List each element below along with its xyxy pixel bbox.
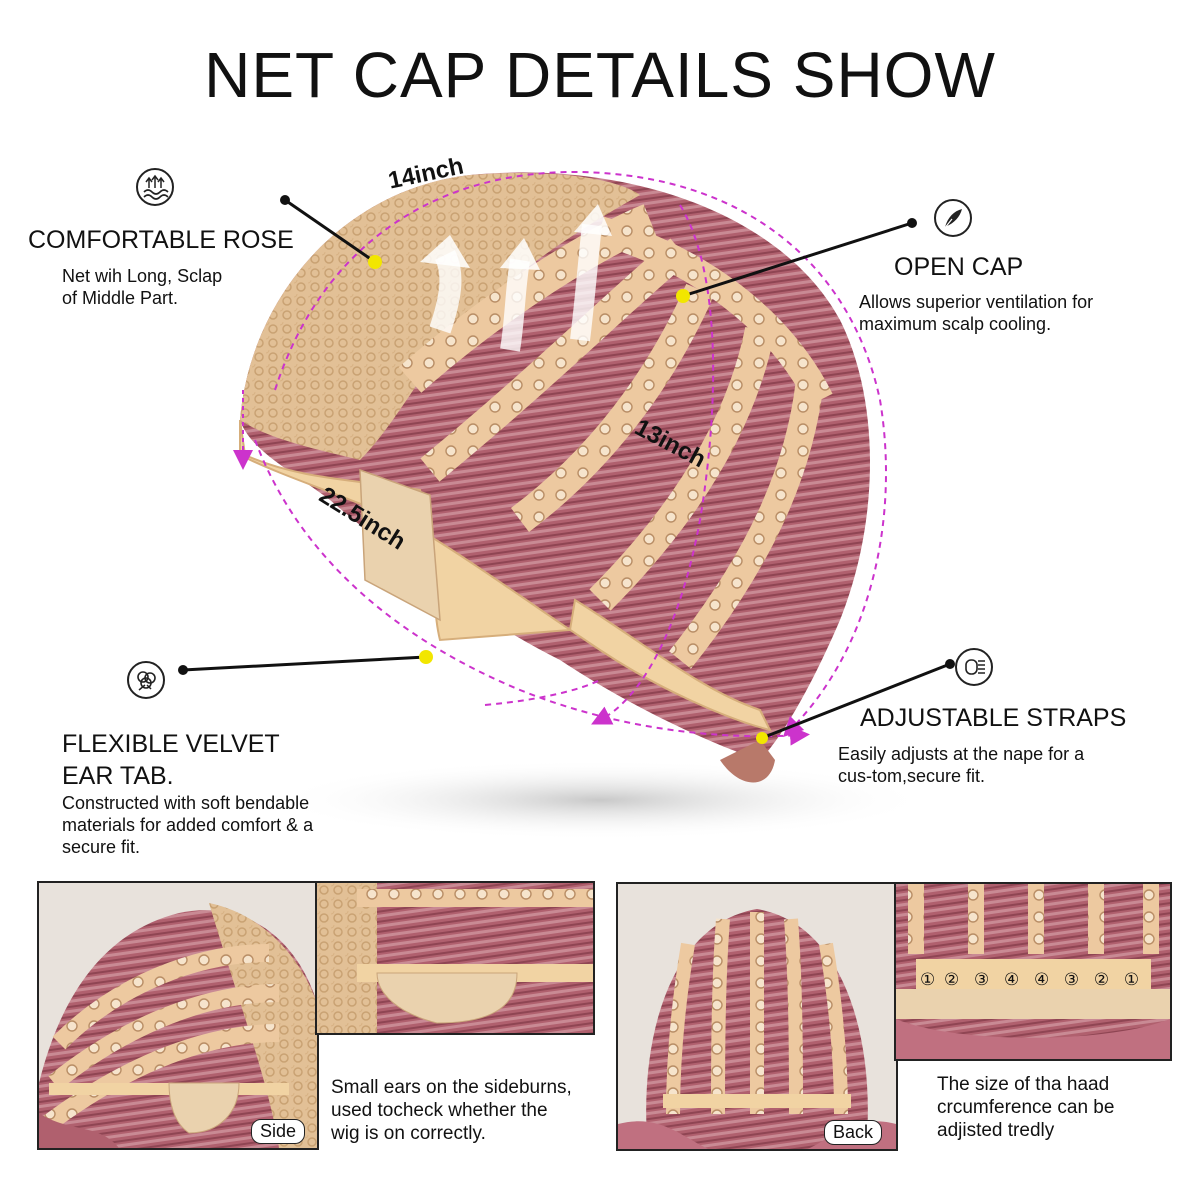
caption-size: The size of tha haad crcumference can be… xyxy=(937,1074,1115,1141)
measure-13inch xyxy=(591,204,715,725)
lace-band xyxy=(669,378,824,669)
straps-title: ADJUSTABLE STRAPS xyxy=(860,704,1127,732)
straps-desc: Easily adjusts at the nape for a cus-tom… xyxy=(838,744,1085,786)
lace-band xyxy=(589,327,775,611)
lace-band xyxy=(510,283,714,532)
shadow xyxy=(270,760,930,840)
measure-22-5inch xyxy=(254,439,810,746)
adjust-strap-icon xyxy=(955,648,993,686)
caption-ears: Small ears on the sideburns, used tochec… xyxy=(331,1077,572,1144)
ear-tab-title: FLEXIBLE VELVET EAR TAB. xyxy=(62,730,280,790)
back-view-photo: Back xyxy=(616,882,898,1151)
nape-hair xyxy=(720,740,775,783)
callout-comfortable xyxy=(284,198,376,264)
open-cap-title: OPEN CAP xyxy=(894,253,1024,281)
strap-position-numbers: ① ② ③ ④ ④ ③ ② ① xyxy=(920,970,1140,989)
comfortable-title: COMFORTABLE ROSE xyxy=(28,226,294,254)
side-tag: Side xyxy=(251,1119,306,1144)
lace-band xyxy=(420,238,690,482)
comfortable-desc: Net wih Long, Sclap of Middle Part. xyxy=(62,266,223,308)
open-cap-desc: Allows superior ventilation for maximum … xyxy=(859,292,1094,334)
callout-ear-tab xyxy=(182,655,427,672)
callout-straps xyxy=(761,662,951,740)
ear-closeup-photo xyxy=(315,881,595,1035)
back-tag: Back xyxy=(824,1120,883,1145)
page-title: NET CAP DETAILS SHOW xyxy=(204,39,996,111)
strap-closeup-photo: ① ② ③ ④ ④ ③ ② ① xyxy=(894,882,1172,1061)
wig-cap-illustration xyxy=(178,170,955,840)
measure-14inch xyxy=(274,170,887,738)
lace-band xyxy=(595,216,833,407)
cotton-icon xyxy=(127,661,165,699)
ear-tab-desc: Constructed with soft bendable materials… xyxy=(62,793,314,857)
ventilation-waves-icon xyxy=(136,168,174,206)
side-view-photo: Side xyxy=(37,881,319,1150)
feather-icon xyxy=(934,199,972,237)
callout-open-cap xyxy=(682,221,913,298)
